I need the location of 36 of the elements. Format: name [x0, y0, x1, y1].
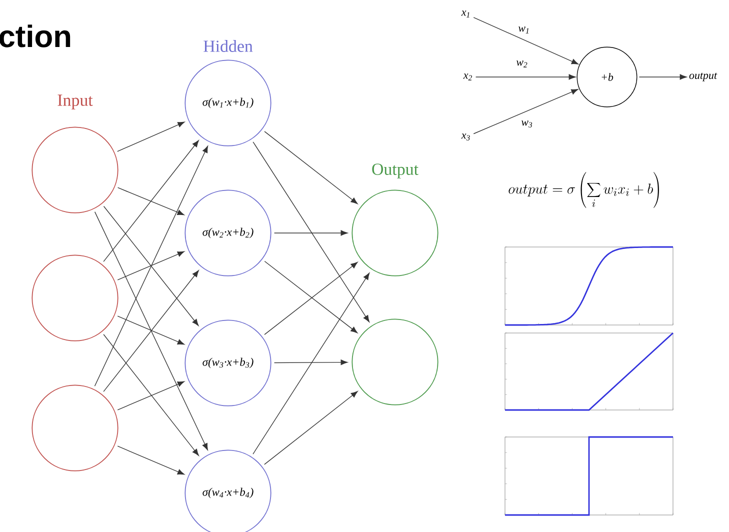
- arrow: [117, 316, 184, 345]
- arrow: [117, 122, 185, 152]
- arrow: [473, 17, 578, 64]
- arrow: [117, 446, 184, 475]
- arrow: [103, 206, 199, 326]
- input-neuron-circle: [32, 126, 118, 214]
- arrow: [274, 230, 348, 236]
- arrow: [252, 142, 370, 322]
- edge-label: w$_{2}$: [515, 60, 529, 68]
- arrow: [103, 270, 199, 392]
- arrow: [103, 140, 199, 262]
- input-label: x$_{2}$: [463, 74, 472, 80]
- input-label: x$_{1}$: [461, 10, 470, 18]
- edge-label: w$_{3}$: [520, 120, 534, 128]
- arrow: [274, 360, 348, 366]
- arrow: [475, 74, 576, 80]
- arrow: [94, 146, 208, 386]
- arrow: [103, 334, 199, 456]
- arrow: [117, 381, 184, 410]
- arrow: [473, 89, 578, 134]
- arrow: [264, 131, 358, 204]
- arrow: [117, 187, 184, 216]
- input-label: x$_{3}$: [461, 134, 470, 140]
- arrow: [638, 74, 687, 80]
- arrow: [264, 391, 358, 465]
- arrow: [252, 272, 370, 454]
- formula: $output = \sigma \left( \sum_i w_i x_i + b \right)$: [508, 172, 659, 208]
- column-heading: Input: [58, 94, 93, 110]
- input-neuron-circle: [32, 384, 118, 472]
- output-label: output: [689, 72, 718, 82]
- output-neuron-circle: [352, 318, 438, 406]
- edge-label: w$_{1}$: [517, 26, 531, 34]
- input-neuron-circle: [32, 254, 118, 342]
- arrow: [117, 251, 184, 280]
- output-neuron-circle: [352, 190, 438, 276]
- arrow: [94, 211, 208, 450]
